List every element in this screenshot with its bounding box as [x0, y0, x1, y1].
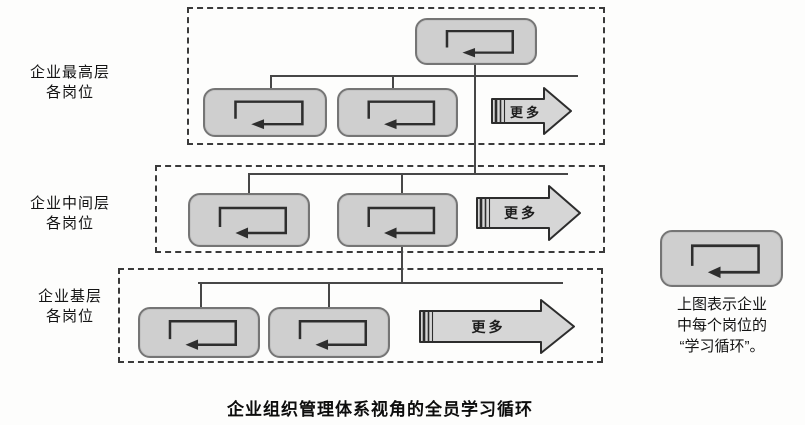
more-arrow-label: 更多 [509, 104, 542, 120]
legend-caption: 上图表示企业 中每个岗位的 “学习循环”。 [650, 294, 794, 357]
more-arrow-label: 更多 [504, 205, 538, 221]
legend-caption-line3: “学习循环”。 [679, 338, 765, 355]
connector-line [200, 282, 202, 307]
more-arrow-shape [419, 299, 575, 354]
level-label-top: 企业最高层 各岗位 [14, 63, 126, 103]
learning-cycle-box [188, 193, 310, 247]
connector-line [474, 65, 476, 173]
learning-loop-icon [168, 319, 238, 350]
learning-loop-icon [367, 100, 436, 130]
connector-line [248, 173, 250, 193]
more-arrow: 更多 [475, 183, 583, 243]
connector-line [328, 282, 330, 307]
connector-line [248, 173, 568, 175]
learning-loop-icon [367, 206, 436, 239]
learning-loop-icon [445, 30, 515, 58]
learning-loop-icon [218, 206, 288, 239]
legend-caption-line1: 上图表示企业 [676, 296, 767, 313]
more-arrow-label: 更多 [471, 319, 506, 335]
learning-cycle-box [138, 307, 260, 358]
level-label-bottom-line1: 企业基层 [37, 288, 102, 305]
connector-line [392, 75, 394, 88]
learning-cycle-box [415, 18, 537, 65]
more-arrow: 更多 [418, 297, 577, 356]
more-arrow-shape [491, 87, 572, 135]
level-label-bottom: 企业基层 各岗位 [14, 287, 126, 327]
level-label-middle-line2: 各岗位 [45, 215, 94, 232]
connector-line [198, 282, 563, 284]
bottom-level-group [118, 268, 603, 363]
learning-loop-icon [298, 319, 368, 350]
level-label-top-line2: 各岗位 [45, 84, 94, 101]
connector-line [270, 75, 578, 77]
learning-cycle-box [203, 88, 327, 137]
legend-learning-cycle-box [660, 230, 783, 287]
top-level-group [187, 7, 605, 145]
level-label-middle: 企业中间层 各岗位 [14, 194, 126, 234]
learning-cycle-box [337, 193, 458, 247]
learning-loop-icon [234, 100, 304, 130]
level-label-top-line1: 企业最高层 [29, 64, 110, 81]
middle-level-group [155, 165, 605, 253]
diagram-caption: 企业组织管理体系视角的全员学习循环 [227, 400, 533, 419]
more-arrow-shape [476, 185, 581, 241]
learning-cycle-box [337, 88, 458, 137]
level-label-middle-line1: 企业中间层 [29, 195, 110, 212]
learning-cycle-box [268, 307, 390, 358]
level-label-bottom-line2: 各岗位 [45, 308, 94, 325]
legend-caption-line2: 中每个岗位的 [676, 317, 767, 334]
learning-loop-icon [690, 244, 760, 279]
more-arrow: 更多 [490, 85, 574, 137]
connector-line [270, 75, 272, 88]
